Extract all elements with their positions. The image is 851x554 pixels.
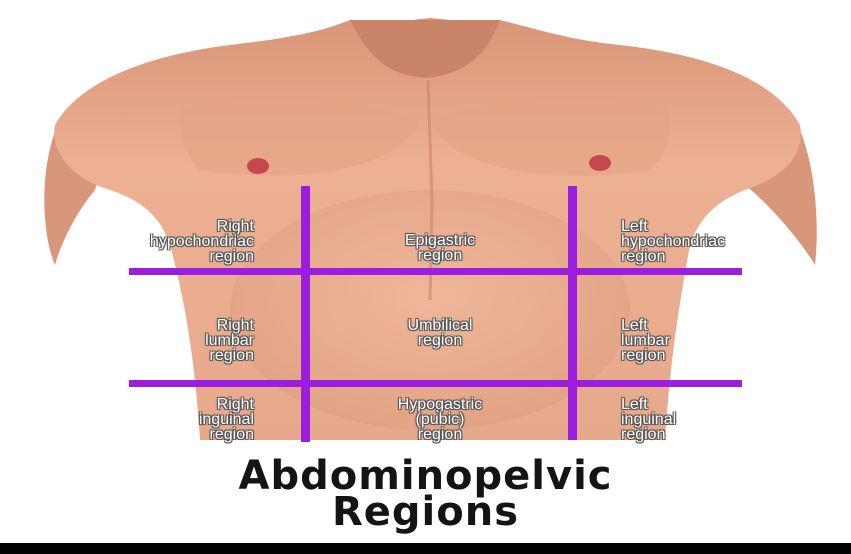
grid-horizontal-upper (129, 268, 742, 275)
label-umbilical: Umbilical region (335, 318, 545, 348)
label-left-hypochondriac: Left hypochondriac region (621, 219, 725, 264)
label-right-hypochondriac: Right hypochondriac region (150, 219, 254, 264)
nipple-right (247, 158, 269, 174)
label-hypogastric: Hypogastric (pubic) region (335, 397, 545, 442)
grid-vertical-left (301, 186, 310, 442)
label-right-lumbar: Right lumbar region (205, 318, 254, 363)
nipple-left (589, 155, 611, 171)
diagram-title: Abdominopelvic Regions (0, 458, 851, 530)
grid-horizontal-lower (129, 380, 742, 387)
grid-vertical-right (568, 186, 577, 440)
label-right-inguinal: Right inguinal region (199, 397, 254, 442)
label-epigastric: Epigastric region (335, 233, 545, 263)
bottom-bar (0, 543, 851, 554)
label-left-inguinal: Left inguinal region (621, 397, 676, 442)
label-left-lumbar: Left lumbar region (621, 318, 670, 363)
